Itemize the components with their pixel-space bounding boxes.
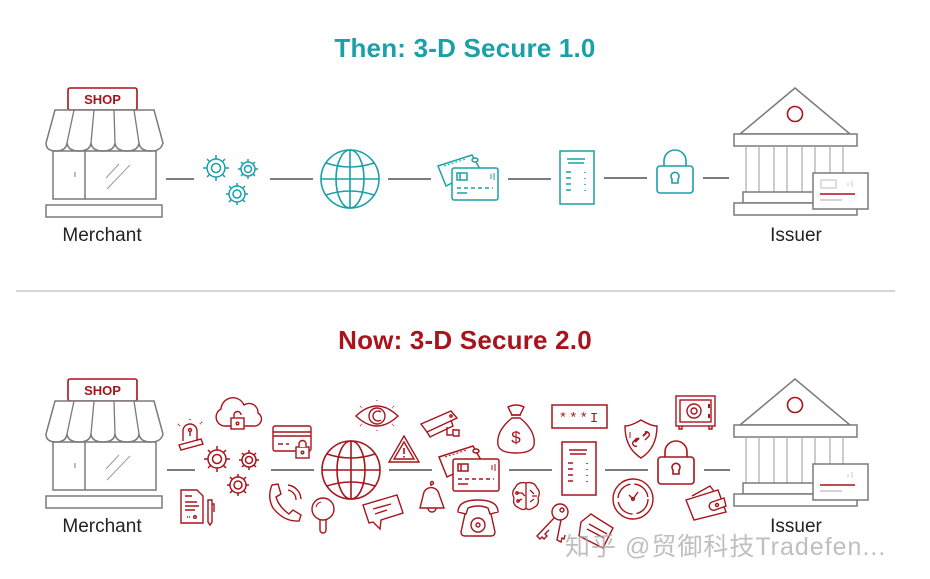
credit-cards-icon [438,445,500,492]
then-title: Then: 3-D Secure 1.0 [334,33,596,63]
connector-line [508,178,551,180]
now-title: Now: 3-D Secure 2.0 [338,325,592,355]
credit-cards-icon [437,154,499,201]
security-camera-icon [419,410,460,438]
receipt-icon [559,150,595,205]
eye-icon [354,400,400,432]
dollar-sign: $ [511,428,521,447]
password-mask: ***I [559,411,601,427]
cloud-lock-icon [215,397,263,430]
issuer-label: Issuer [770,225,822,246]
connector-line [388,178,431,180]
gears-icon [203,155,258,205]
shield-link-icon [624,419,658,459]
connector-line [605,469,648,471]
connector-line [703,177,729,179]
card-lock-icon [272,425,312,459]
shop-icon: SHOP [45,87,164,218]
folder-icon [578,513,614,549]
globe-icon [320,149,380,209]
section-divider [16,290,895,292]
connector-line [270,178,313,180]
phone-call-icon [269,483,302,522]
chat-bubble-icon [362,494,404,531]
connector-line [271,469,314,471]
wallet-icon [685,485,727,521]
magnifier-icon [311,497,335,534]
merchant-label: Merchant [62,516,142,537]
warning-icon [387,434,421,463]
document-pen-icon [180,489,215,527]
globe-icon [321,440,381,500]
bank-icon [733,87,869,216]
money-bag-icon: $ [497,404,535,454]
receipt-icon [561,441,597,496]
bank-icon [733,378,869,507]
brain-icon [512,481,540,511]
shop-icon: SHOP [45,378,164,509]
gears-icon [204,446,259,496]
connector-line [509,469,552,471]
watermark-text: 知乎 @贸御科技Tradefen... [565,533,887,561]
password-field-icon: ***I [551,404,608,429]
telephone-icon [457,499,499,537]
clock-icon [612,478,654,520]
keys-icon [536,503,569,544]
shop-sign-text: SHOP [84,92,121,107]
safe-icon [675,395,716,430]
issuer-label: Issuer [770,516,822,537]
connector-line [166,178,194,180]
shop-sign-text: SHOP [84,383,121,398]
connector-line [167,469,195,471]
bell-icon [419,480,445,513]
padlock-icon [656,149,694,194]
padlock-icon [657,440,695,485]
connector-line [604,177,647,179]
connector-line [389,469,432,471]
alarm-light-icon [177,419,204,451]
merchant-label: Merchant [62,225,142,246]
connector-line [704,469,730,471]
